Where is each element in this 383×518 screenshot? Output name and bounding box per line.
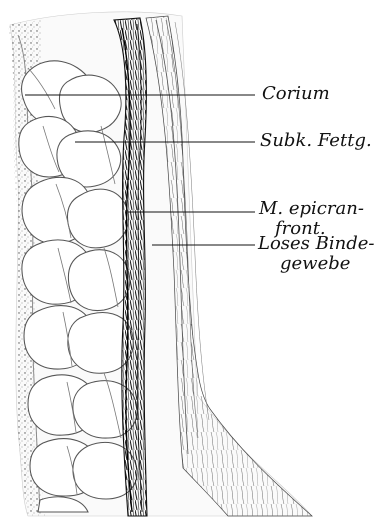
subcutaneous-fat-label-line-1: Subk. Fettg. xyxy=(260,130,372,151)
loose-connective-tissue-label-line-1: Loses Binde- xyxy=(258,234,374,254)
loose-connective-tissue-label: Loses Binde- gewebe xyxy=(258,234,374,274)
corium-label: Corium xyxy=(262,84,330,104)
subcutaneous-fat-label: Subk. Fettg. xyxy=(260,131,372,151)
corium-label-line-1: Corium xyxy=(262,83,330,104)
muscle-label-line-1: M. epicran- xyxy=(259,199,364,219)
loose-connective-tissue-label-line-2: gewebe xyxy=(258,254,374,274)
